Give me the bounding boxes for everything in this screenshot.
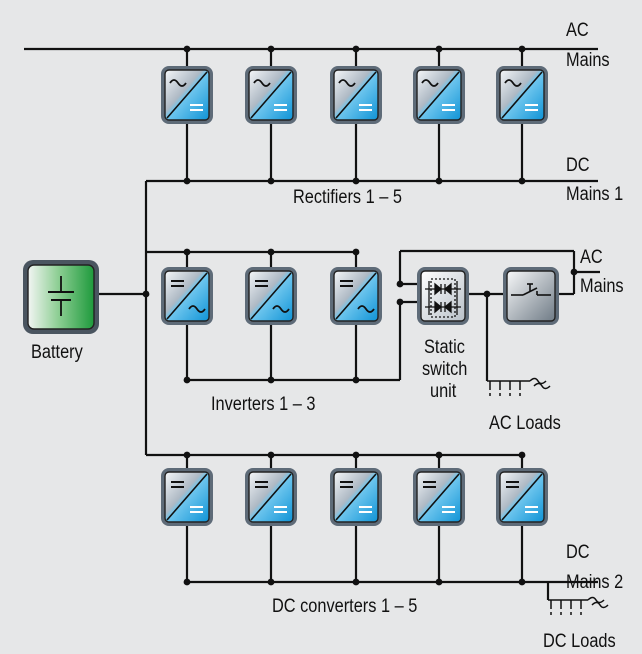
inverter-module — [161, 267, 213, 325]
ac-mains-mid-label-line2: Mains — [580, 276, 624, 297]
inverters-label: Inverters 1 – 3 — [211, 394, 316, 415]
static-switch-label-line1: Static — [424, 337, 465, 358]
battery-icon — [23, 260, 99, 334]
dc-converters-label: DC converters 1 – 5 — [272, 596, 418, 617]
ac-mains-top-label-line1: AC — [566, 20, 589, 41]
static-switch-label-line3: unit — [430, 381, 457, 402]
rectifier-module — [496, 66, 548, 124]
dc-converter-module — [330, 468, 382, 526]
dc-loads-label: DC Loads — [543, 631, 616, 652]
static-switch-icon — [417, 267, 469, 325]
dc-mains-1-label-line1: DC — [566, 155, 590, 176]
inverter-module — [245, 267, 297, 325]
ac-mains-mid-label-line1: AC — [580, 247, 603, 268]
static-switch-label-line2: switch — [422, 359, 468, 380]
dc-converter-module — [245, 468, 297, 526]
bypass-switch-icon — [503, 267, 559, 325]
dc-mains-2-label-line1: DC — [566, 542, 590, 563]
rectifier-module — [161, 66, 213, 124]
inverter-module — [330, 267, 382, 325]
rectifier-module — [413, 66, 465, 124]
ac-loads-label: AC Loads — [489, 413, 561, 434]
dc-mains-2-label-line2: Mains 2 — [566, 572, 624, 593]
rectifier-module — [245, 66, 297, 124]
rectifier-module — [330, 66, 382, 124]
junction-dots — [142, 45, 578, 586]
ac-load-icon — [487, 377, 551, 396]
ac-wave-icon — [169, 79, 187, 87]
dc-converter-module — [413, 468, 465, 526]
dc-mains-1-label-line2: Mains 1 — [566, 184, 624, 205]
dc-load-icon — [548, 596, 609, 615]
dc-converter-module — [496, 468, 548, 526]
rectifiers-label: Rectifiers 1 – 5 — [293, 187, 402, 208]
ac-mains-top-label-line2: Mains — [566, 50, 610, 71]
dc-converter-module — [161, 468, 213, 526]
battery-label: Battery — [31, 342, 83, 363]
